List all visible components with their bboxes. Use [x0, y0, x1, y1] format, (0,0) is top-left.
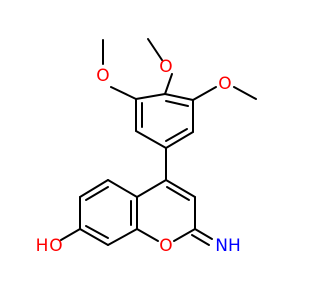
- bond-aryl-4-inner: [165, 128, 188, 142]
- bond-benzo-1: [107, 179, 138, 198]
- bond-aryl-5: [135, 130, 167, 149]
- atom-labels: O O O O H O NH: [36, 57, 241, 256]
- bond-benzo-4-inner: [85, 225, 109, 239]
- atom-o-methoxy-left: O: [96, 66, 109, 86]
- bond-hydroxyl: [60, 228, 81, 241]
- bond-imine-2: [191, 234, 210, 246]
- bond-benzo-2: [79, 179, 109, 198]
- atom-n-imine: NH: [215, 236, 241, 256]
- bond-pyran-1-inner: [166, 186, 190, 201]
- bond-benzo-4: [79, 228, 109, 246]
- atom-o-ring: O: [159, 236, 172, 256]
- molecule-structure: O O O O H O NH: [36, 38, 257, 256]
- bond-top-o-ring: [164, 73, 173, 95]
- bond-pyran-1: [165, 179, 196, 198]
- bond-pyran-6: [136, 179, 167, 198]
- bond-pyran-4: [136, 228, 159, 242]
- bond-aryl-1: [135, 93, 166, 100]
- bond-left-o-ring: [110, 86, 137, 100]
- bond-right-o-ring: [192, 86, 217, 101]
- bonds: [60, 38, 257, 246]
- bond-benzo-2-inner: [85, 186, 109, 201]
- atom-o-methoxy-top: O: [159, 57, 172, 77]
- bond-benzo-5: [107, 228, 138, 246]
- atom-h-hydroxyl: H: [36, 236, 49, 256]
- atom-o-hydroxyl: O: [49, 236, 62, 256]
- bond-right-methyl: [233, 86, 257, 100]
- bond-top-methyl: [147, 38, 163, 61]
- bond-aryl-4: [165, 131, 194, 149]
- bond-pyran-3: [173, 228, 196, 242]
- bond-imine-1: [194, 228, 213, 240]
- bond-aryl-2-inner: [165, 100, 189, 107]
- atom-o-methoxy-right: O: [218, 74, 231, 94]
- bond-aryl-2: [164, 93, 194, 101]
